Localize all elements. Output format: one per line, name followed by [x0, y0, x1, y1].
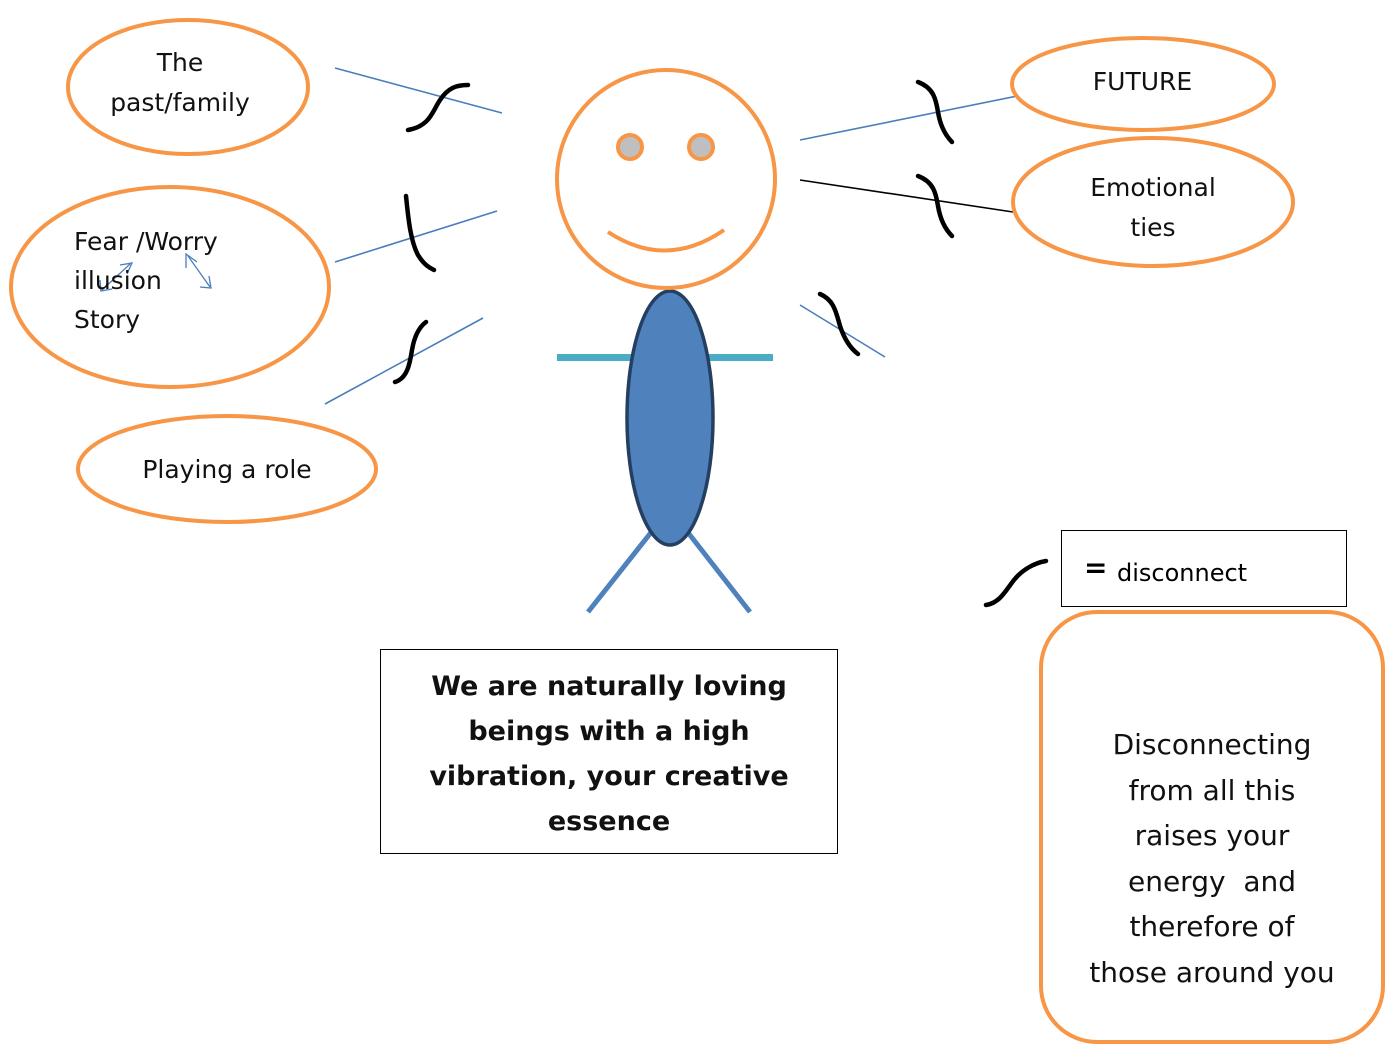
right-line1: Disconnecting	[1112, 728, 1312, 761]
connector-past	[334, 67, 503, 114]
right-line3: raises your	[1134, 819, 1290, 852]
figure-eye-right	[687, 133, 715, 161]
figure-body	[625, 289, 715, 547]
center-line2: beings with a high	[468, 716, 750, 747]
figure-eye-left	[616, 133, 644, 161]
center-line1: We are naturally loving	[431, 671, 787, 702]
label-future: FUTURE	[1092, 67, 1193, 96]
arrow-right-head-a	[185, 252, 198, 268]
label-playing-role: Playing a role	[142, 455, 312, 484]
right-line5: therefore of	[1129, 910, 1295, 943]
ellipse-playing-role	[76, 414, 378, 524]
ellipse-fear-worry	[9, 185, 331, 389]
ellipse-past-family	[66, 18, 310, 156]
ellipse-future	[1010, 36, 1276, 132]
cut-squiggle-past	[405, 82, 471, 133]
label-past-family: The past/family	[88, 43, 272, 123]
center-line4: essence	[547, 806, 671, 837]
cut-squiggle-role	[392, 319, 429, 385]
connector-emotional	[799, 179, 1014, 213]
cut-squiggle-fear	[403, 193, 437, 273]
label-fear-worry: Fear /Worry illusion Story	[74, 222, 294, 339]
cut-squiggle-lower-right	[817, 291, 861, 357]
cut-squiggle-future	[915, 79, 955, 145]
label-fear-line1: Fear /Worry	[74, 227, 218, 256]
cut-squiggle-emotional	[915, 173, 955, 239]
label-emotional-ties: Emotional ties	[1048, 168, 1258, 248]
arrow-left-head-b	[99, 279, 113, 292]
legend-squiggle-icon	[983, 558, 1049, 608]
figure-leg-left	[586, 528, 655, 614]
ellipse-emotional-ties	[1011, 136, 1295, 268]
arrow-left-head-a	[119, 262, 134, 275]
connector-future	[799, 94, 1023, 141]
label-fear-line2: illusion	[74, 266, 162, 295]
figure-head	[555, 68, 777, 290]
right-line2: from all this	[1128, 773, 1296, 807]
legend-equals: =	[1084, 551, 1108, 584]
label-past-line2: past/family	[110, 88, 250, 117]
arrow-left-icon	[101, 263, 131, 291]
label-emotional-line1: Emotional	[1090, 173, 1216, 202]
arrow-right-head-b	[199, 275, 212, 289]
label-emotional-line2: ties	[1130, 213, 1176, 242]
center-message-box: We are naturally loving beings with a hi…	[380, 649, 838, 854]
legend-box: = disconnect	[1061, 530, 1347, 607]
connector-fear	[334, 210, 498, 263]
figure-smile	[606, 228, 726, 253]
arrow-right-icon	[187, 255, 211, 288]
label-past-line1: The	[156, 48, 204, 77]
label-fear-line3: Story	[74, 305, 141, 334]
right-message-box: Disconnecting from all this raises your …	[1039, 610, 1385, 1044]
right-line4: energy and	[1127, 864, 1297, 898]
center-line3: vibration, your creative	[429, 761, 789, 792]
figure-leg-right	[684, 528, 752, 614]
legend-text: disconnect	[1117, 559, 1248, 587]
right-line6: those around you	[1089, 955, 1335, 989]
connector-role	[324, 317, 484, 405]
